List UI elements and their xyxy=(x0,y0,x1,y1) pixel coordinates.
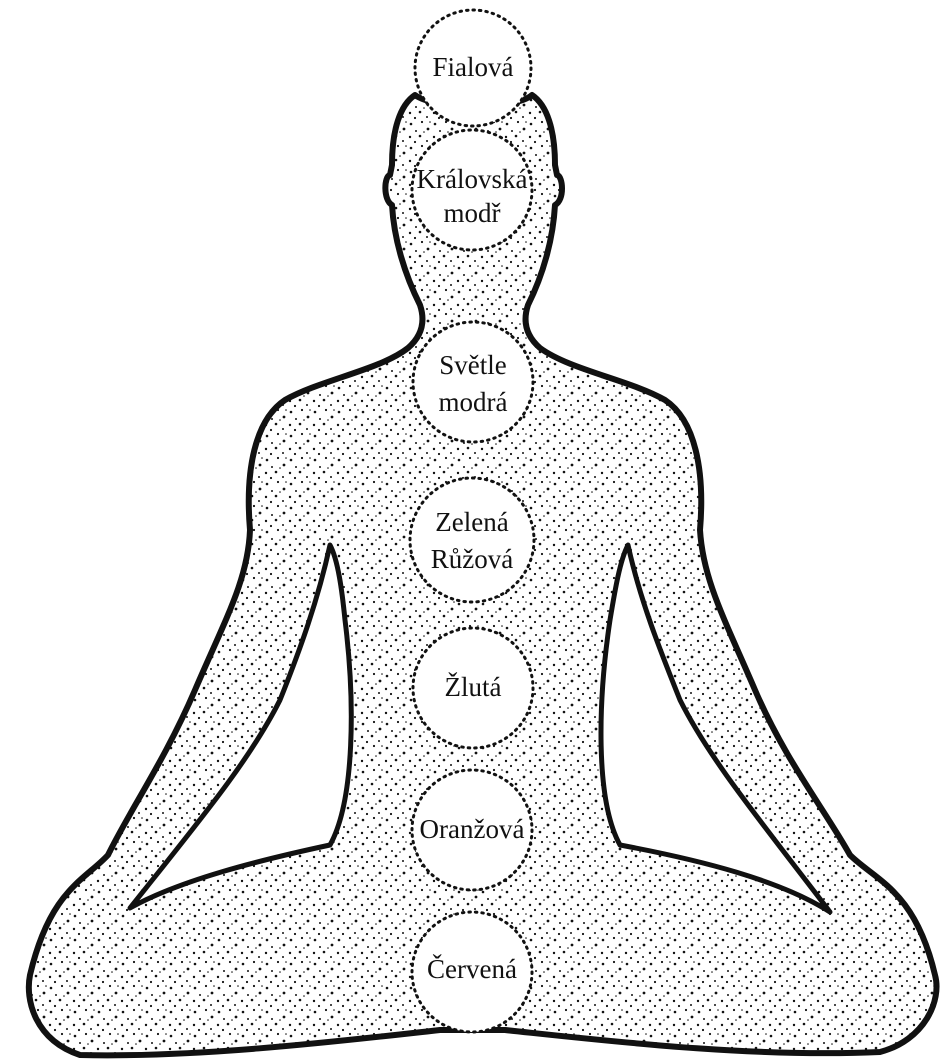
chakra-label: Zelená xyxy=(435,507,508,537)
chakra-sacral: Oranžová xyxy=(412,770,532,890)
chakra-label: Oranžová xyxy=(420,814,525,844)
chakra-label: Růžová xyxy=(431,544,513,574)
chakra-root: Červená xyxy=(412,912,532,1032)
chakra-label: modř xyxy=(444,198,501,228)
chakra-third-eye: Královská modř xyxy=(412,130,532,250)
chakra-label: Červená xyxy=(427,954,517,984)
chakra-label: Světle xyxy=(439,350,507,380)
chakra-solar-plexus: Žlutá xyxy=(413,628,533,748)
chakra-label: Fialová xyxy=(433,52,514,82)
chakra-heart: Zelená Růžová xyxy=(410,478,534,602)
chakra-crown: Fialová xyxy=(415,10,531,126)
chakra-throat: Světle modrá xyxy=(413,322,533,442)
chakra-label: Žlutá xyxy=(445,672,502,702)
chakra-label: modrá xyxy=(439,387,508,417)
chakra-label: Královská xyxy=(417,164,528,194)
